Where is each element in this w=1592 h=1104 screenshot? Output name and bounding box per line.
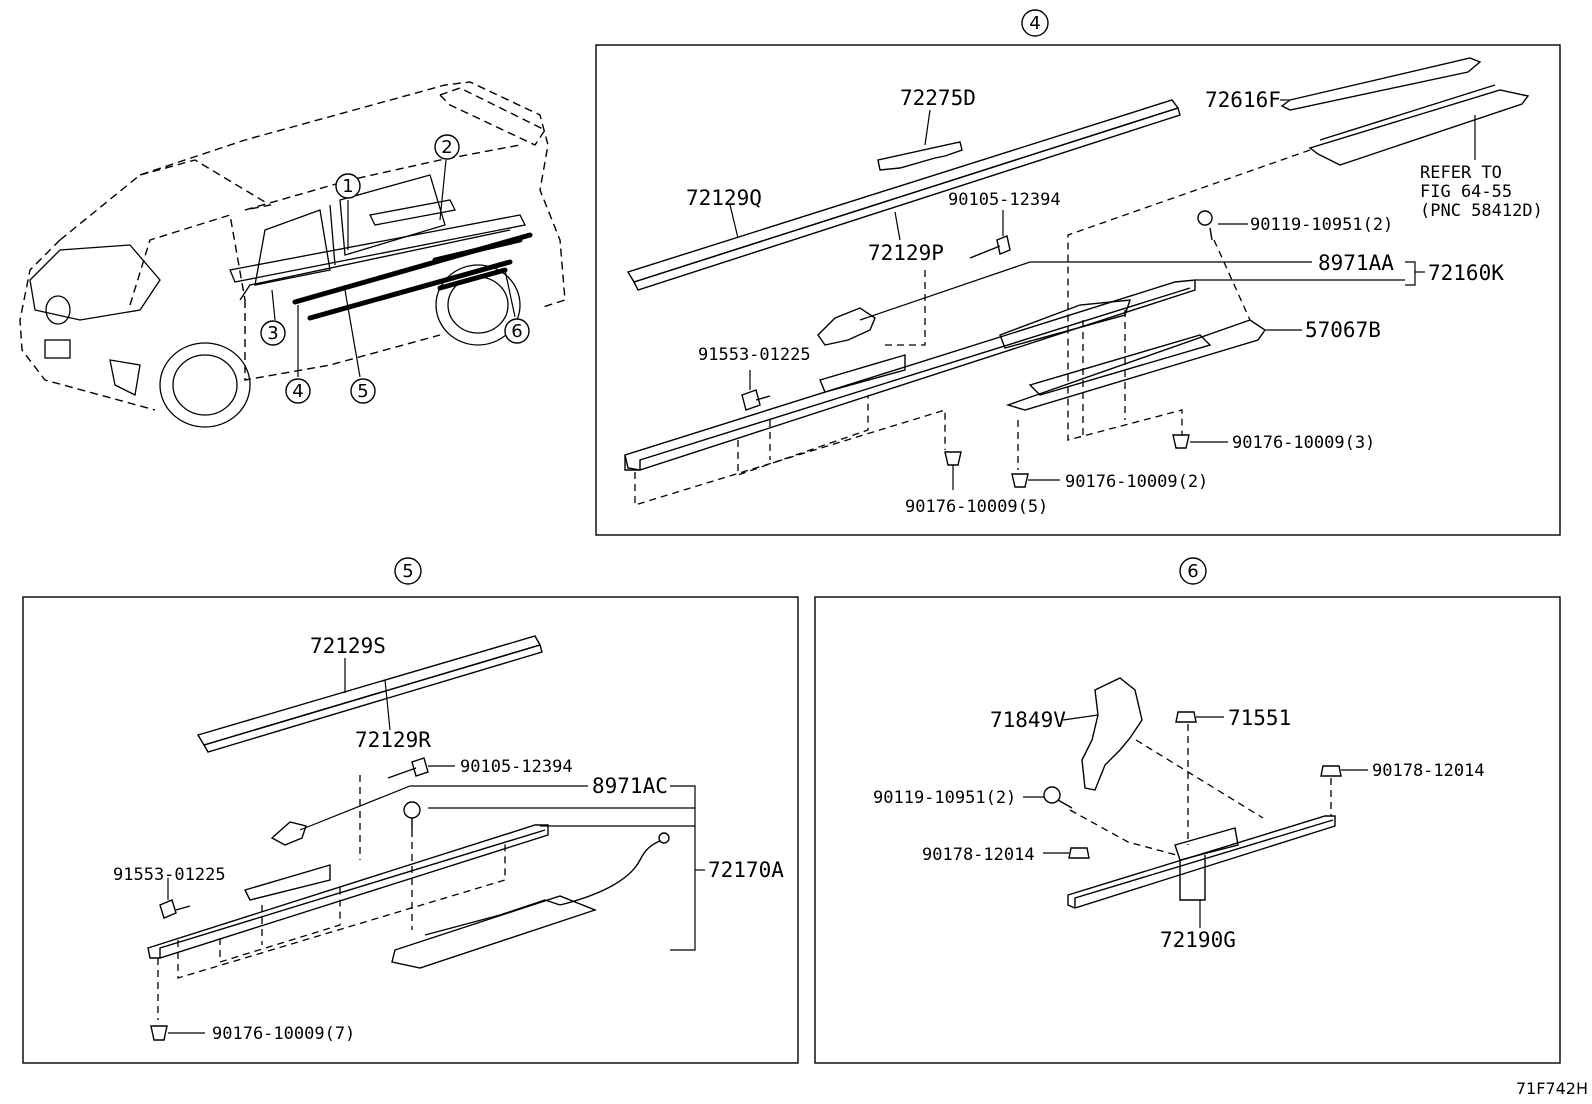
callout-1-label: 1	[342, 176, 353, 197]
label-72129S: 72129S	[310, 634, 386, 658]
label-72616F: 72616F	[1205, 88, 1281, 112]
label-8971AA: 8971AA	[1318, 251, 1394, 275]
figure-code: 71F742H	[1516, 1079, 1588, 1098]
callout-6	[504, 318, 530, 344]
label-71849V: 71849V	[990, 708, 1066, 732]
label-90178-12014-left: 90178-12014	[922, 845, 1035, 865]
label-90176-10009-3: 90176-10009(3)	[1232, 433, 1375, 453]
callout-4	[285, 378, 311, 404]
section-5-frame	[22, 596, 799, 1064]
label-90105-12394-s4: 90105-12394	[948, 190, 1061, 210]
callout-2	[434, 134, 460, 160]
label-8971AC: 8971AC	[592, 774, 668, 798]
label-71551: 71551	[1228, 706, 1291, 730]
callout-6-label: 6	[511, 321, 522, 342]
label-90176-10009-2: 90176-10009(2)	[1065, 472, 1208, 492]
callout-3	[260, 320, 286, 346]
refer-line-2: FIG 64-55	[1420, 182, 1512, 202]
label-72129R: 72129R	[355, 728, 431, 752]
section-6-marker	[1179, 557, 1207, 585]
section-4: 4	[595, 9, 1561, 536]
label-72129Q: 72129Q	[686, 186, 762, 210]
label-90178-12014-right: 90178-12014	[1372, 761, 1485, 781]
section-4-marker	[1021, 9, 1049, 37]
label-90176-10009-7: 90176-10009(7)	[212, 1024, 355, 1044]
label-91553-01225-s5: 91553-01225	[113, 865, 226, 885]
label-57067B: 57067B	[1305, 318, 1381, 342]
section-6-frame	[814, 596, 1561, 1064]
label-72190G: 72190G	[1160, 928, 1236, 952]
label-90105-12394-s5: 90105-12394	[460, 757, 573, 777]
callout-3-label: 3	[267, 323, 278, 344]
section-5: 5	[22, 557, 799, 1064]
refer-line-3: (PNC 58412D)	[1420, 201, 1543, 221]
section-6-marker-label: 6	[1187, 561, 1198, 582]
label-72129P: 72129P	[868, 241, 944, 265]
section-5-marker	[394, 557, 422, 585]
section-5-marker-label: 5	[402, 561, 413, 582]
section-4-frame	[595, 44, 1561, 536]
callout-5	[350, 378, 376, 404]
label-72170A: 72170A	[708, 858, 784, 882]
section-6: 6 71849V 71551 90178-12014 90119-10951	[814, 557, 1561, 1064]
callout-4-label: 4	[292, 381, 303, 402]
callout-1	[335, 173, 361, 199]
label-90119-10951-s6: 90119-10951(2)	[873, 788, 1016, 808]
label-72275D: 72275D	[900, 86, 976, 110]
label-72160K: 72160K	[1428, 261, 1504, 285]
refer-line-1: REFER TO	[1420, 163, 1502, 183]
label-91553-01225-s4: 91553-01225	[698, 345, 811, 365]
vehicle-overview: 1 2 3 4 5 6	[19, 81, 566, 428]
label-90119-10951-s4: 90119-10951(2)	[1250, 215, 1393, 235]
callout-5-label: 5	[357, 381, 368, 402]
callout-2-label: 2	[441, 137, 452, 158]
label-90176-10009-5: 90176-10009(5)	[905, 497, 1048, 517]
section-4-marker-label: 4	[1029, 13, 1040, 34]
